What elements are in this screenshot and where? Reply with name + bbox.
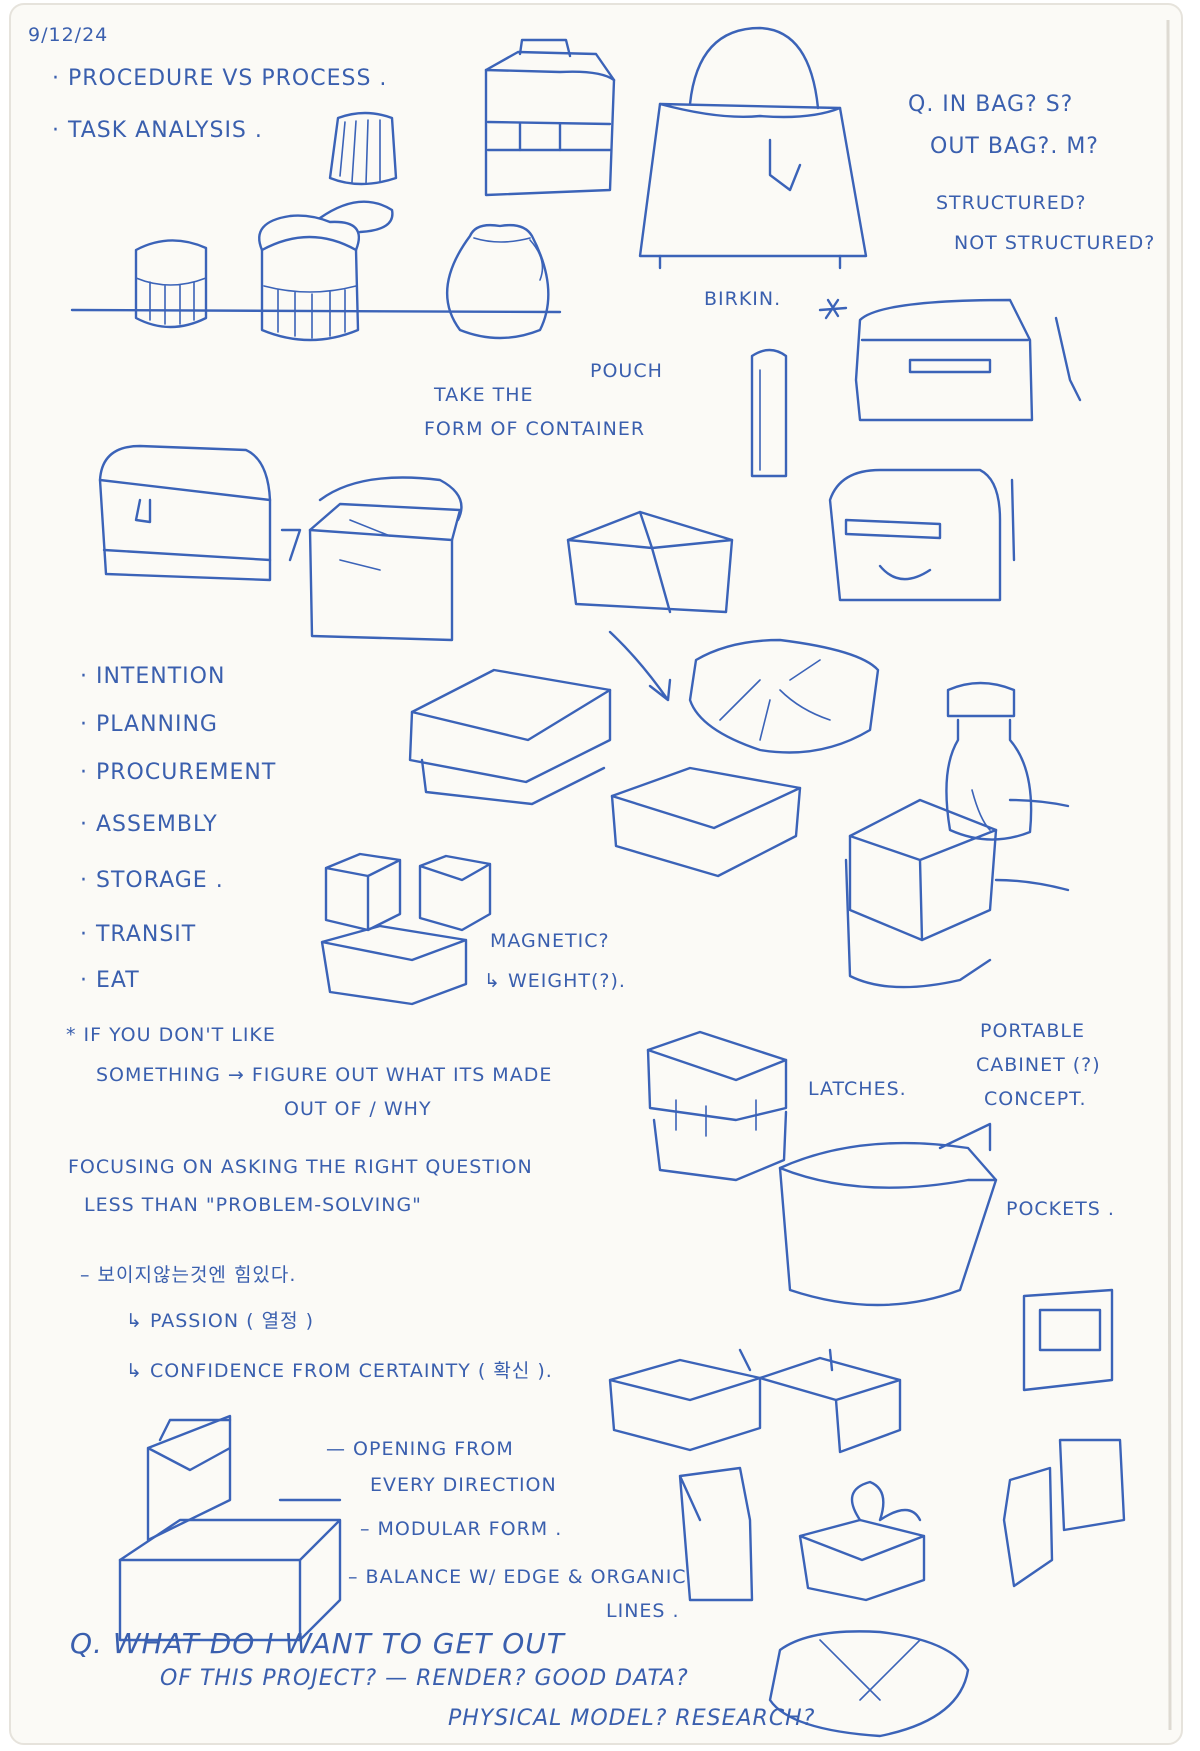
list-item: · PLANNING [80,712,218,737]
list-item: · STORAGE . [80,868,224,893]
open-box-sketch [610,766,802,878]
list-item: · TRANSIT [80,922,197,947]
latch-box-sketch [646,1030,788,1182]
lidded-box-sketch [408,668,612,806]
note-not-structured: NOT STRUCTURED? [954,232,1156,254]
tent-box-sketch [566,510,734,614]
note-if-you-dont-like: * IF YOU DON'T LIKE [66,1024,276,1046]
storage-box-sketch [828,468,1016,602]
note-weight: ↳ WEIGHT(?). [484,970,626,992]
note-take-form-2: FORM OF CONTAINER [424,418,646,440]
note-opening-2: EVERY DIRECTION [370,1474,557,1496]
star-mark [818,298,848,320]
note-passion: ↳ PASSION ( 열정 ) [126,1310,314,1332]
wrapped-cloth-sketch [768,1630,970,1738]
modular-boxes-sketch [118,1414,342,1642]
wrapped-box-sketch [688,638,880,754]
list-item: · ASSEMBLY [80,812,218,837]
opening-box-sketch [280,476,463,642]
note-balance-1: – BALANCE W/ EDGE & ORGANIC [348,1566,687,1588]
note-portable-2: CABINET (?) [976,1054,1101,1076]
tube-sketch [750,348,788,478]
lunch-bag-sketch [1002,1438,1126,1588]
note-portable-3: CONCEPT. [984,1088,1087,1110]
list-item: · PROCUREMENT [80,760,277,785]
drum-sketch-1 [134,239,208,329]
question-final-1: Q. WHAT DO I WANT TO GET OUT [70,1627,565,1660]
label-pouch: POUCH [590,360,663,382]
portable-cabinet-sketch [844,798,1070,989]
note-procedure-vs-process: · PROCEDURE VS PROCESS . [52,66,388,91]
flap-bag-sketch [854,298,1082,422]
arrow-1 [608,630,672,702]
note-balance-2: LINES . [606,1600,680,1622]
label-pockets: POCKETS . [1006,1198,1115,1220]
note-something: SOMETHING → FIGURE OUT WHAT ITS MADE [96,1064,553,1086]
note-modular: – MODULAR FORM . [360,1518,563,1540]
label-latches: LATCHES. [808,1078,907,1100]
page-date: 9/12/24 [28,24,109,46]
note-task-analysis: · TASK ANALYSIS . [52,118,263,143]
bow-box-sketch [798,1480,926,1602]
note-confidence: ↳ CONFIDENCE FROM CERTAINTY ( 확신 ). [126,1360,553,1382]
chest-sketch [98,444,272,582]
birkin-bag-sketch [638,26,868,270]
opened-box-arrangement-sketch [608,1348,902,1454]
question-final-2: OF THIS PROJECT? — RENDER? GOOD DATA? [160,1666,689,1691]
note-out-bag: OUT BAG?. M? [930,134,1099,159]
note-in-bag: Q. IN BAG? S? [908,92,1074,117]
list-item: · EAT [80,968,140,993]
cup-sketch [328,111,398,186]
note-portable-1: PORTABLE [980,1020,1085,1042]
briefcase-sketch [484,38,616,197]
gable-box-sketch [678,1466,754,1602]
note-korean: – 보이지않는것엔 힘있다. [80,1264,297,1286]
note-out-of-why: OUT OF / WHY [284,1098,432,1120]
label-birkin: BIRKIN. [704,288,782,310]
list-item: · INTENTION [80,664,226,689]
tray-sketch [778,1122,998,1307]
stacked-cubes-sketch [320,852,492,1006]
note-structured: STRUCTURED? [936,192,1087,214]
note-take-form-1: TAKE THE [434,384,534,406]
note-magnetic: MAGNETIC? [490,930,610,952]
question-final-3: PHYSICAL MODEL? RESEARCH? [448,1706,816,1731]
note-opening-1: — OPENING FROM [326,1438,514,1460]
note-focusing-1: FOCUSING ON ASKING THE RIGHT QUESTION [68,1156,533,1178]
note-focusing-2: LESS THAN "PROBLEM-SOLVING" [84,1194,422,1216]
small-cabinet-sketch [1022,1288,1114,1392]
